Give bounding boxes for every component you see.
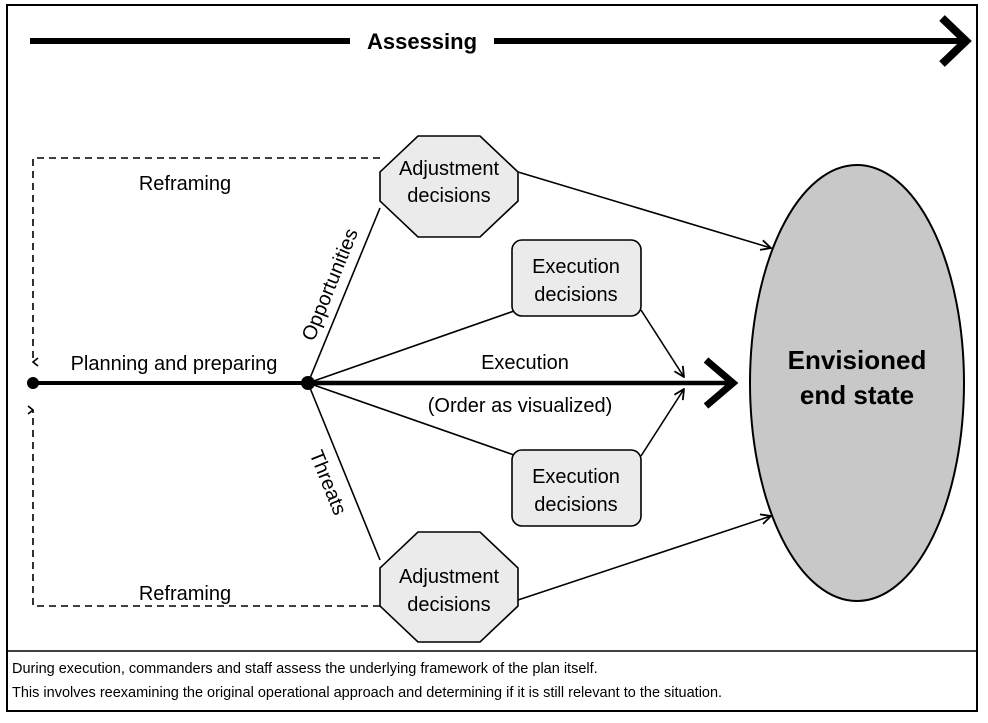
planning-line: Planning and preparing bbox=[27, 353, 315, 390]
assessing-arrow: Assessing bbox=[30, 15, 972, 67]
execution-decisions-top: Execution decisions bbox=[511, 239, 642, 317]
envisioned-end-state: Envisioned end state bbox=[749, 164, 965, 602]
assessing-label: Assessing bbox=[367, 29, 477, 54]
threats-label: Threats bbox=[305, 447, 351, 518]
execution-arrow: Execution (Order as visualized) bbox=[308, 352, 739, 417]
end-state-line2: end state bbox=[800, 380, 914, 410]
adjustment-top-line1: Adjustment bbox=[399, 158, 499, 180]
execution-decisions-bottom: Execution decisions bbox=[511, 449, 642, 527]
execution-bottom-line1: Execution bbox=[532, 466, 620, 488]
adjustment-bottom-line2: decisions bbox=[407, 594, 490, 616]
reframing-top-label: Reframing bbox=[139, 173, 231, 195]
adjustment-decisions-top: Adjustment decisions bbox=[379, 135, 519, 238]
execution-top-line1: Execution bbox=[532, 256, 620, 278]
start-node bbox=[27, 377, 39, 389]
caption-line-1: During execution, commanders and staff a… bbox=[12, 661, 598, 677]
execution-sublabel: (Order as visualized) bbox=[428, 395, 613, 417]
figure-frame bbox=[6, 4, 978, 712]
execution-bottom-line2: decisions bbox=[534, 494, 617, 516]
end-state-line1: Envisioned bbox=[788, 345, 927, 375]
planning-label: Planning and preparing bbox=[71, 353, 278, 375]
execution-label: Execution bbox=[481, 352, 569, 374]
decision-arrows bbox=[517, 171, 771, 601]
adjustment-top-line2: decisions bbox=[407, 185, 490, 207]
opportunities-label: Opportunities bbox=[298, 225, 363, 344]
adjustment-bottom-line1: Adjustment bbox=[399, 566, 499, 588]
reframing-bottom-label: Reframing bbox=[139, 583, 231, 605]
adjustment-decisions-bottom: Adjustment decisions bbox=[379, 531, 519, 643]
branch-lines bbox=[307, 207, 515, 561]
reframing-loop-bottom: Reframing bbox=[33, 410, 380, 607]
caption-line-2: This involves reexamining the original o… bbox=[12, 685, 723, 701]
reframing-loop-top: Reframing bbox=[33, 157, 380, 362]
execution-top-line2: decisions bbox=[534, 284, 617, 306]
